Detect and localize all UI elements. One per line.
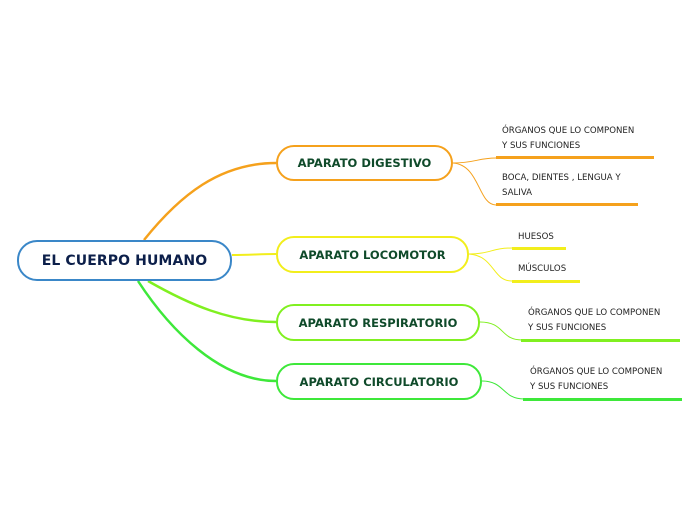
subtopic-locomotor-huesos[interactable]: HUESOS <box>518 230 554 245</box>
subtopic-line: SALIVA <box>502 188 533 198</box>
subtopic-digestivo-organos[interactable]: ÓRGANOS QUE LO COMPONEN Y SUS FUNCIONES <box>502 124 634 154</box>
subtopic-line: MÚSCULOS <box>518 264 567 274</box>
subtopic-underline <box>523 398 682 401</box>
subtopic-locomotor-musculos[interactable]: MÚSCULOS <box>518 262 566 277</box>
branch-aparato-circulatorio[interactable]: APARATO CIRCULATORIO <box>276 363 482 400</box>
branch-aparato-locomotor[interactable]: APARATO LOCOMOTOR <box>276 236 469 273</box>
subtopic-line: Y SUS FUNCIONES <box>528 323 607 333</box>
subtopic-circulatorio-organos[interactable]: ÓRGANOS QUE LO COMPONEN Y SUS FUNCIONES <box>530 365 662 395</box>
subtopic-line: Y SUS FUNCIONES <box>530 382 609 392</box>
branch-aparato-respiratorio[interactable]: APARATO RESPIRATORIO <box>276 304 480 341</box>
branch-label: APARATO RESPIRATORIO <box>298 315 458 330</box>
subtopic-line: Y SUS FUNCIONES <box>502 141 581 151</box>
subtopic-underline <box>496 156 654 159</box>
branch-label: APARATO DIGESTIVO <box>297 156 432 170</box>
subtopic-line: ÓRGANOS QUE LO COMPONEN <box>528 308 661 318</box>
central-topic-label: EL CUERPO HUMANO <box>41 252 208 269</box>
subtopic-line: HUESOS <box>518 232 554 242</box>
subtopic-underline <box>512 247 566 250</box>
subtopic-line: ÓRGANOS QUE LO COMPONEN <box>502 126 635 136</box>
subtopic-underline <box>496 203 638 206</box>
subtopic-line: ÓRGANOS QUE LO COMPONEN <box>530 367 663 377</box>
branch-aparato-digestivo[interactable]: APARATO DIGESTIVO <box>276 145 453 181</box>
subtopic-digestivo-boca[interactable]: BOCA, DIENTES , LENGUA Y SALIVA <box>502 171 621 201</box>
subtopic-respiratorio-organos[interactable]: ÓRGANOS QUE LO COMPONEN Y SUS FUNCIONES <box>528 306 660 336</box>
branch-label: APARATO CIRCULATORIO <box>299 374 459 389</box>
subtopic-line: BOCA, DIENTES , LENGUA Y <box>502 173 621 183</box>
central-topic[interactable]: EL CUERPO HUMANO <box>17 240 232 281</box>
subtopic-underline <box>512 280 580 283</box>
branch-label: APARATO LOCOMOTOR <box>299 247 446 262</box>
subtopic-underline <box>521 339 680 342</box>
